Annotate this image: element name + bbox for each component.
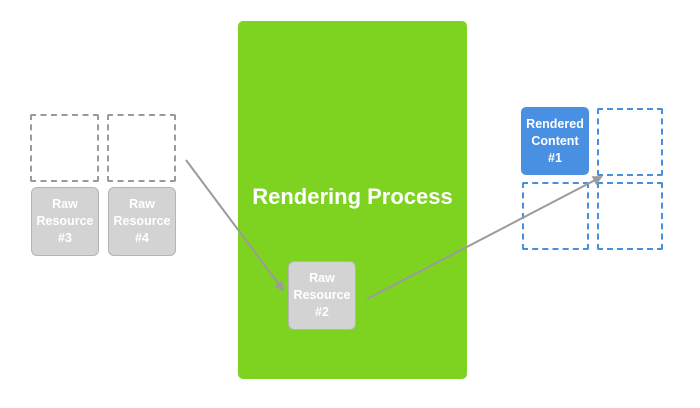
arrow-out-of-process [366,176,603,300]
rendering-process-title: Rendering Process [252,184,453,209]
raw-resource-2-line2: Resource [293,288,351,302]
raw-resource-2-line1: Raw [309,271,335,285]
raw-resource-4-line3: #4 [135,231,149,245]
raw-resource-4: Raw Resource #4 [108,187,176,256]
arrow-into-process [185,159,285,292]
raw-resource-2: Raw Resource #2 [288,261,356,330]
raw-resource-3-line3: #3 [58,231,72,245]
rendered-content-1-line2: Content [531,133,579,148]
raw-resource-3: Raw Resource #3 [31,187,99,256]
raw-resource-3-line2: Resource [36,214,94,228]
empty-slot-top-left [30,114,99,182]
rendered-content-1-line1: Rendered [526,116,584,131]
target-slot-top-right [597,108,663,176]
raw-resource-4-line2: Resource [113,214,171,228]
target-slot-bottom-right [597,182,663,250]
rendered-content-1: Rendered Content #1 [521,107,589,175]
rendered-content-1-line3: #1 [548,150,562,165]
raw-resource-3-line1: Raw [52,197,78,211]
raw-resource-2-line3: #2 [315,305,329,319]
target-slot-bottom-left [522,182,589,250]
empty-slot-top-right [107,114,176,182]
raw-resource-4-line1: Raw [129,197,155,211]
